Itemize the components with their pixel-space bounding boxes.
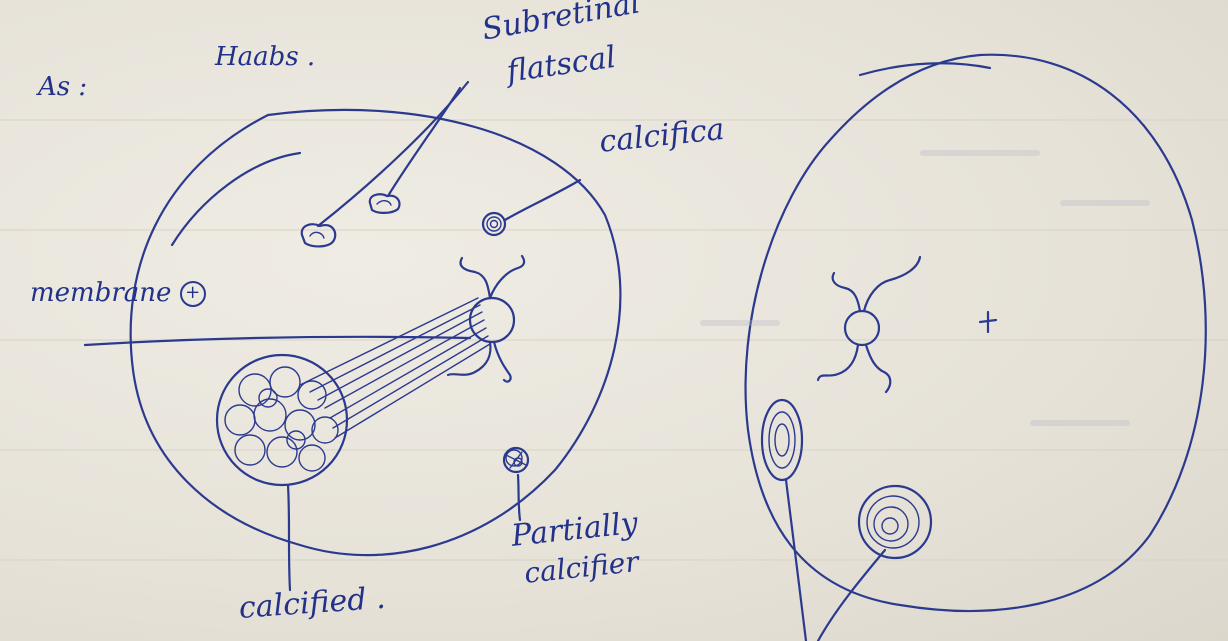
label-membrane: membrane + <box>30 280 206 307</box>
right-plus-mark <box>980 312 996 332</box>
calcified-mass <box>217 355 347 485</box>
left-eye-inner-arc <box>172 153 300 245</box>
membrane-line <box>85 337 470 345</box>
right-macula <box>818 257 920 392</box>
membrane-text: membrane <box>30 278 171 308</box>
membrane-circled-plus: + <box>180 281 206 307</box>
calcified-nodule-top <box>483 213 505 235</box>
right-eye-diagram <box>746 55 1206 641</box>
right-nodule-lower <box>859 486 931 558</box>
right-eye-outline <box>746 55 1206 611</box>
label-as: As : <box>38 74 87 100</box>
label-haabs: Haabs . <box>215 44 315 70</box>
left-eye-diagram <box>85 82 620 590</box>
partially-calcified-nodule <box>504 448 528 472</box>
show-through <box>700 150 1150 426</box>
right-nodule-upper <box>762 400 802 480</box>
subretinal-scars <box>302 194 400 246</box>
